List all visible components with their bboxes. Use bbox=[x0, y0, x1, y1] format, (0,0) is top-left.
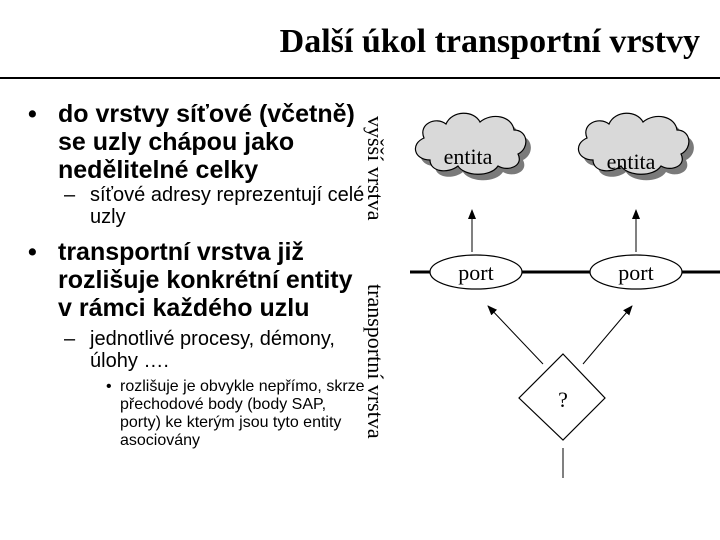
entity-left-label: entita bbox=[444, 144, 493, 169]
dash-marker: – bbox=[64, 184, 76, 206]
arrow-to-port-right bbox=[582, 305, 633, 365]
arrow-to-port-left bbox=[487, 305, 544, 365]
entity-cloud-right: entita bbox=[577, 112, 694, 181]
bullet-2-text: transportní vrstva již rozlišuje konkrét… bbox=[58, 238, 353, 322]
bullet-1-sub-text: síťové adresy reprezentují celé uzly bbox=[90, 184, 365, 228]
bullet-dot: • bbox=[28, 100, 37, 128]
port-left-label: port bbox=[458, 260, 493, 285]
title-divider bbox=[0, 77, 720, 79]
bullet-2: • transportní vrstva již rozlišuje konkr… bbox=[28, 238, 368, 322]
port-right-label: port bbox=[618, 260, 653, 285]
page-title: Další úkol transportní vrstvy bbox=[279, 23, 700, 60]
port-right: port bbox=[589, 254, 683, 290]
diagram: entita entita port port ? bbox=[410, 112, 720, 478]
bullet-2-sub: – jednotlivé procesy, démony, úlohy …. bbox=[28, 328, 368, 372]
bullet-dot: • bbox=[106, 378, 112, 395]
transport-layer-label: transportní vrstva bbox=[363, 284, 388, 439]
port-left: port bbox=[429, 254, 523, 290]
entity-cloud-left: entita bbox=[414, 112, 531, 181]
bullet-dot: • bbox=[28, 238, 37, 266]
entity-right-label: entita bbox=[607, 149, 656, 174]
upper-layer-label: vyšší vrstva bbox=[363, 116, 388, 221]
unknown-mechanism-diamond: ? bbox=[518, 353, 606, 441]
bullet-list: • do vrstvy síťové (včetně) se uzly cháp… bbox=[28, 100, 368, 450]
bullet-2-sub-text: jednotlivé procesy, démony, úlohy …. bbox=[90, 328, 335, 372]
dash-marker: – bbox=[64, 328, 76, 350]
bullet-2-subsub-text: rozlišuje je obvykle nepřímo, skrze přec… bbox=[120, 378, 365, 449]
bullet-2-subsub: • rozlišuje je obvykle nepřímo, skrze př… bbox=[28, 378, 368, 450]
unknown-label: ? bbox=[558, 387, 568, 412]
bullet-1-sub: – síťové adresy reprezentují celé uzly bbox=[28, 184, 368, 228]
bullet-1: • do vrstvy síťové (včetně) se uzly cháp… bbox=[28, 100, 368, 184]
bullet-1-text: do vrstvy síťové (včetně) se uzly chápou… bbox=[58, 100, 355, 184]
